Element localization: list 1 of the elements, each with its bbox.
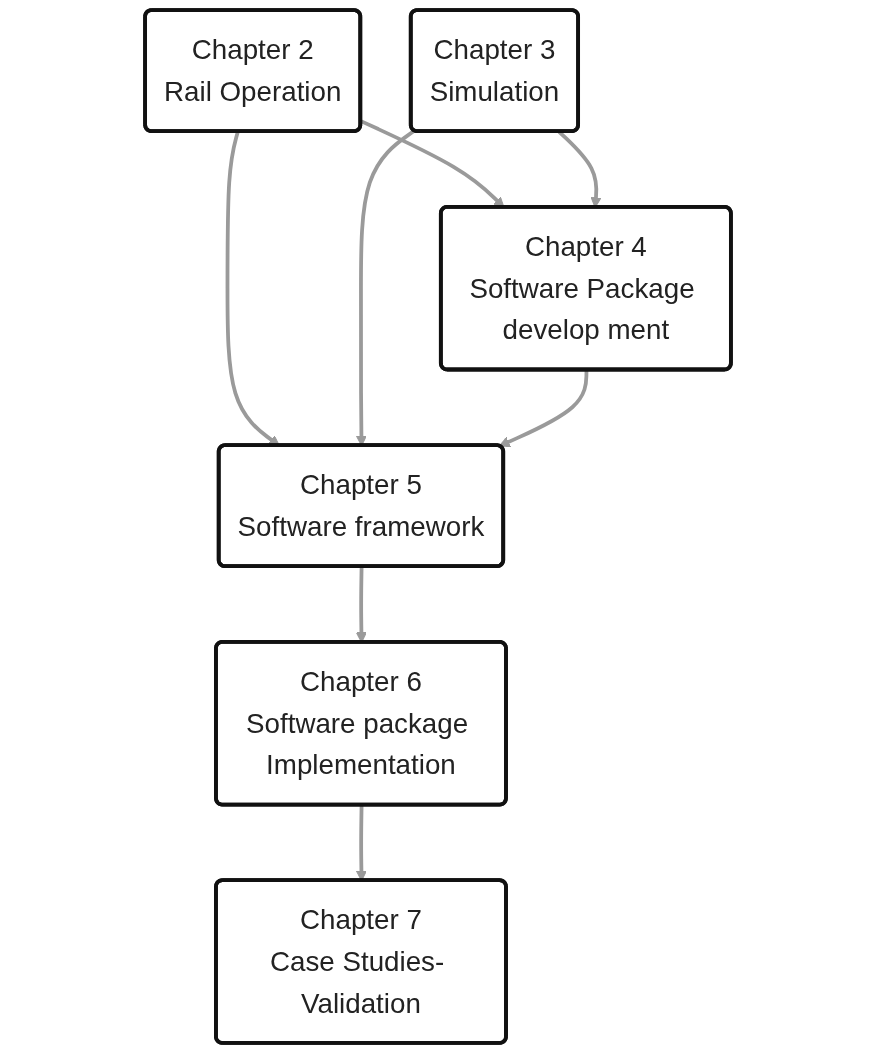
arrow [498, 370, 589, 448]
